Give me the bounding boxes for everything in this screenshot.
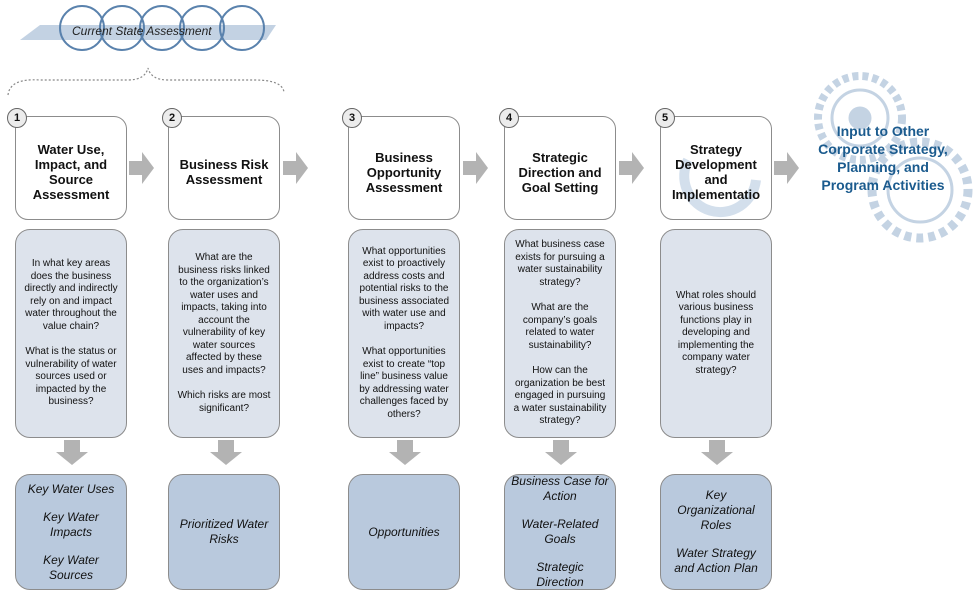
step-1-head: Water Use, Impact, and Source Assessment [15, 116, 127, 220]
cycle-arrow-icon [679, 157, 761, 218]
question: What are the company’s goals related to … [522, 302, 598, 351]
step-3-outputs: Opportunities [348, 474, 460, 590]
step-3-number: 3 [342, 108, 362, 128]
step-4-outputs: Business Case for Action Water-Related G… [504, 474, 616, 590]
question: What is the status or vulnerability of w… [25, 346, 117, 408]
question: In what key areas does the business dire… [24, 258, 118, 332]
arrow-4-5 [619, 152, 644, 184]
step-5-questions: What roles should various business funct… [660, 229, 772, 438]
step-2-number: 2 [162, 108, 182, 128]
step-1-questions: In what key areas does the business dire… [15, 229, 127, 438]
spiral-icon [59, 5, 265, 51]
step-3-questions: What opportunities exist to proactively … [348, 229, 460, 438]
step-2-title: Business Risk Assessment [179, 157, 269, 187]
output: Business Case for Action [511, 474, 609, 503]
banner-band [20, 25, 276, 40]
output: Strategic Direction [536, 560, 584, 589]
step-1-title: Water Use, Impact, and Source Assessment [32, 142, 110, 202]
step-5-number: 5 [655, 108, 675, 128]
down-arrows [56, 440, 733, 465]
question: What business case exists for pursuing a… [515, 239, 605, 288]
step-5-title: Strategy Development and Implementatio [671, 142, 761, 202]
question: What opportunities exist to proactively … [358, 245, 450, 332]
arrow-3-4 [463, 152, 488, 184]
output: Prioritized Water Risks [179, 517, 269, 546]
step-1-outputs: Key Water Uses Key Water Impacts Key Wat… [15, 474, 127, 590]
question: Which risks are most significant? [177, 390, 271, 414]
step-4-title: Strategic Direction and Goal Setting [518, 149, 602, 195]
gear-icon [814, 72, 973, 243]
arrow-5-final [774, 152, 799, 184]
step-5-outputs: Key Organizational Roles Water Strategy … [660, 474, 772, 590]
current-state-label: Current State Assessment [72, 24, 212, 38]
output: Water Strategy and Action Plan [674, 546, 758, 575]
step-5-head: Strategy Development and Implementatio [660, 116, 772, 220]
arrow-1-2 [129, 152, 154, 184]
output: Key Water Uses [27, 481, 115, 496]
output: Key Water Impacts [43, 509, 99, 539]
step-1-number: 1 [7, 108, 27, 128]
output: Water-Related Goals [521, 517, 599, 546]
final-output-label: Input to Other Corporate Strategy, Plann… [818, 123, 948, 193]
question: What opportunities exist to create “top … [359, 346, 449, 420]
step-4-number: 4 [499, 108, 519, 128]
output: Opportunities [368, 524, 440, 539]
question: How can the organization be best engaged… [513, 365, 607, 427]
brace [7, 67, 285, 96]
step-4-head: Strategic Direction and Goal Setting [504, 116, 616, 220]
step-2-outputs: Prioritized Water Risks [168, 474, 280, 590]
output: Key Water Sources [43, 552, 99, 582]
output: Key Organizational Roles [677, 488, 755, 532]
question: What roles should various business funct… [675, 289, 757, 376]
step-3-title: Business Opportunity Assessment [365, 149, 443, 195]
step-2-questions: What are the business risks linked to th… [168, 229, 280, 438]
arrow-2-3 [283, 152, 308, 184]
step-2-head: Business Risk Assessment [168, 116, 280, 220]
flow-arrows [129, 152, 799, 184]
step-3-head: Business Opportunity Assessment [348, 116, 460, 220]
question: What are the business risks linked to th… [178, 252, 270, 376]
step-4-questions: What business case exists for pursuing a… [504, 229, 616, 438]
